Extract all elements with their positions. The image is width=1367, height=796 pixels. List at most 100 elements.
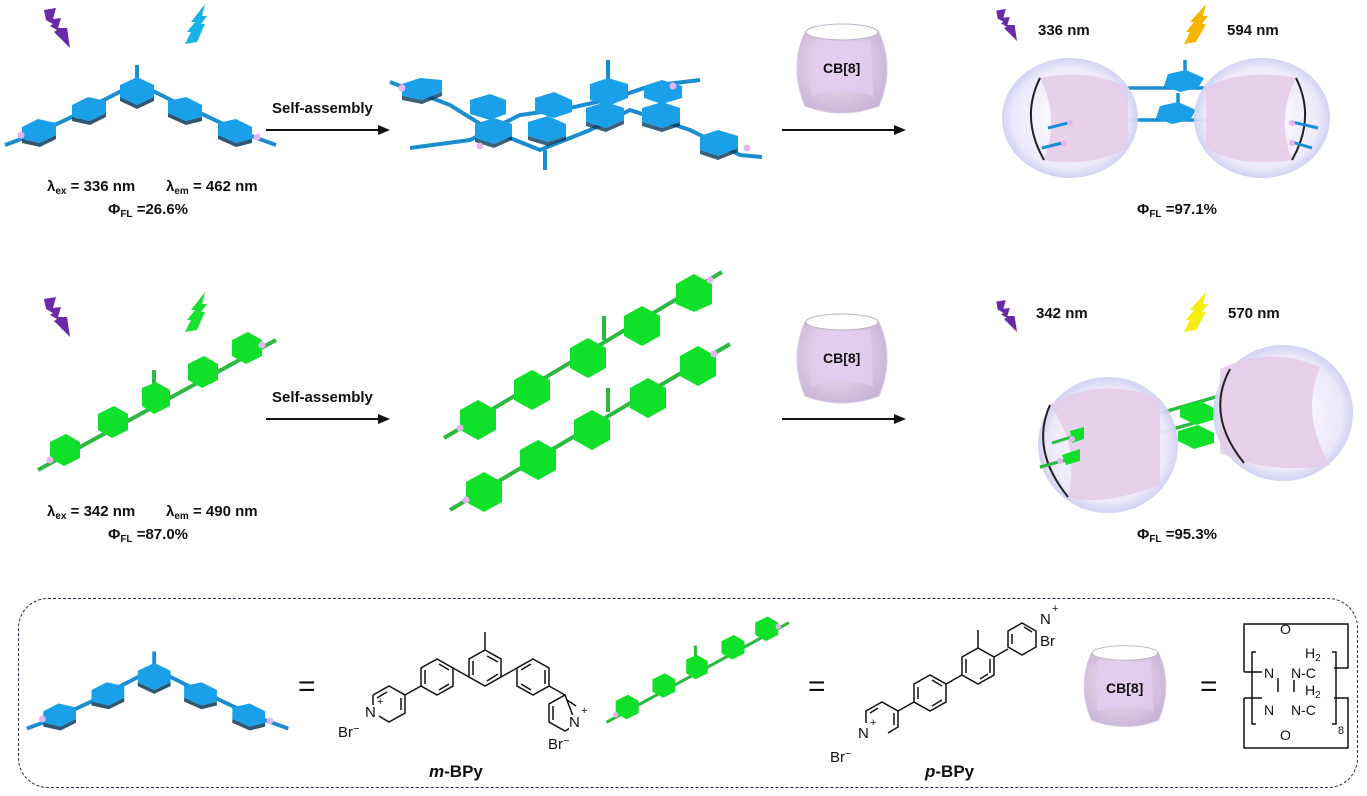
cb8-barrel-icon — [796, 23, 888, 114]
cb8-structure — [1243, 623, 1349, 749]
atom-n-right: N — [569, 714, 580, 731]
phi-value: =97.1% — [1165, 201, 1217, 218]
self-assembly-label-2: Self-assembly — [272, 389, 373, 406]
arrow-right-icon — [782, 125, 906, 135]
lambda-ex-label-1: λex = 336 nm — [47, 178, 136, 197]
phi-symbol: Φ — [108, 526, 121, 543]
atom-n-left: N — [365, 704, 376, 721]
lambda-ex-label-2: λex = 342 nm — [47, 503, 136, 522]
complex-excitation-label-2: 342 nm — [1036, 305, 1088, 322]
phi-value: =95.3% — [1165, 526, 1217, 543]
cb8-label-2: CB[8] — [823, 350, 861, 366]
quantum-yield-label-2: ΦFL =87.0% — [108, 526, 188, 545]
h2-bottom: H2 — [1305, 682, 1321, 701]
lambda-em-label-2: λem = 490 nm — [166, 503, 258, 522]
lambda-symbol: λ — [47, 178, 56, 195]
p-bpy-suffix: -BPy — [935, 762, 975, 781]
h2-top: H2 — [1305, 645, 1321, 664]
lambda-ex-subscript: ex — [55, 511, 67, 522]
p-bpy-cartoon — [37, 332, 277, 472]
phi-subscript: FL — [1149, 534, 1162, 545]
lambda-symbol: λ — [166, 178, 175, 195]
equals-sign-1: = — [298, 670, 316, 703]
h-atom: H — [1305, 645, 1316, 661]
phi-subscript: FL — [1149, 209, 1162, 220]
lambda-em-label-1: λem = 462 nm — [166, 178, 258, 197]
subscript-two: 2 — [1315, 653, 1321, 664]
lambda-em-subscript: em — [174, 186, 189, 197]
emission-bolt-icon — [185, 292, 207, 332]
p-bpy-structure — [865, 622, 1037, 734]
phi-symbol: Φ — [1137, 526, 1150, 543]
bromide-symbol: Br — [830, 749, 845, 766]
atom-n-p-right: N — [1040, 611, 1051, 628]
minus-charge: − — [563, 735, 570, 747]
quantum-yield-label-1: ΦFL =26.6% — [108, 201, 188, 220]
lambda-symbol: λ — [47, 503, 56, 520]
emission-bolt-icon — [185, 4, 207, 44]
phi-symbol: Φ — [108, 201, 121, 218]
complex-emission-label-2: 570 nm — [1228, 305, 1280, 322]
plus-charge-right: + — [581, 705, 588, 717]
p-bpy-dimer-cartoon — [442, 270, 732, 512]
excitation-bolt-icon — [996, 9, 1017, 41]
complex-emission-label-1: 594 nm — [1227, 22, 1279, 39]
m-bpy-cartoon — [4, 65, 277, 147]
atom-nc-cb-2: N-C — [1291, 702, 1316, 718]
p-bpy-label: p-BPy — [925, 762, 974, 782]
plus-charge-p-left: + — [870, 717, 877, 729]
subscript-two: 2 — [1315, 690, 1321, 701]
lambda-ex-value: = 342 nm — [70, 503, 136, 520]
self-assembly-label-1: Self-assembly — [272, 100, 373, 117]
plus-charge-p-right: + — [1052, 603, 1059, 615]
p-bpy-prefix: p — [925, 762, 936, 781]
phi-value: =26.6% — [136, 201, 188, 218]
lambda-em-value: = 462 nm — [192, 178, 258, 195]
cb8-barrel-icon — [1083, 645, 1167, 727]
m-bpy-suffix: -BPy — [444, 762, 483, 781]
m-bpy-prefix: m — [429, 762, 445, 781]
atom-n-p-left: N — [858, 725, 869, 742]
repeat-count: 8 — [1338, 725, 1345, 737]
m-bpy-structure — [372, 632, 577, 732]
p-bpy-cartoon-legend — [605, 616, 790, 724]
complex-quantum-yield-label-2: ΦFL =95.3% — [1137, 526, 1217, 545]
phi-subscript: FL — [120, 209, 133, 220]
legend-box — [18, 598, 1358, 788]
minus-charge: − — [845, 748, 852, 760]
lambda-symbol: λ — [166, 503, 175, 520]
atom-o-bottom: O — [1280, 727, 1291, 743]
equals-sign-2: = — [808, 670, 826, 703]
m-bpy-cartoon-legend — [26, 651, 289, 731]
plus-charge-left: + — [377, 696, 384, 708]
bromide-p-left: Br− — [830, 748, 852, 766]
m-bpy-dimer-cartoon — [389, 60, 763, 170]
emission-bolt-icon — [1184, 292, 1208, 332]
complex-quantum-yield-label-1: ΦFL =97.1% — [1137, 201, 1217, 220]
lambda-ex-value: = 336 nm — [70, 178, 136, 195]
bromide-symbol: Br — [338, 724, 353, 741]
arrow-right-icon — [266, 414, 390, 424]
cb8-label-1: CB[8] — [823, 60, 861, 76]
phi-subscript: FL — [120, 534, 133, 545]
minus-charge: − — [353, 723, 360, 735]
cb8-barrel-icon — [796, 313, 888, 404]
cb8-complex-cartoon — [1038, 345, 1353, 513]
h-atom: H — [1305, 682, 1316, 698]
cb8-legend-label: CB[8] — [1106, 680, 1144, 696]
cb8-complex-cartoon — [1002, 58, 1330, 178]
bromide-symbol: Br — [548, 736, 563, 753]
lambda-em-value: = 490 nm — [192, 503, 258, 520]
lambda-em-subscript: em — [174, 511, 189, 522]
atom-n-cb-1: N — [1264, 665, 1275, 681]
phi-value: =87.0% — [136, 526, 188, 543]
excitation-bolt-icon — [996, 300, 1017, 332]
arrow-right-icon — [782, 414, 906, 424]
atom-n-cb-2: N — [1264, 702, 1275, 718]
complex-excitation-label-1: 336 nm — [1038, 22, 1090, 39]
bromide-left: Br− — [338, 723, 360, 741]
lambda-ex-subscript: ex — [55, 186, 67, 197]
m-bpy-label: m-BPy — [429, 762, 483, 782]
atom-o-top: O — [1280, 621, 1291, 637]
excitation-bolt-icon — [44, 297, 70, 337]
